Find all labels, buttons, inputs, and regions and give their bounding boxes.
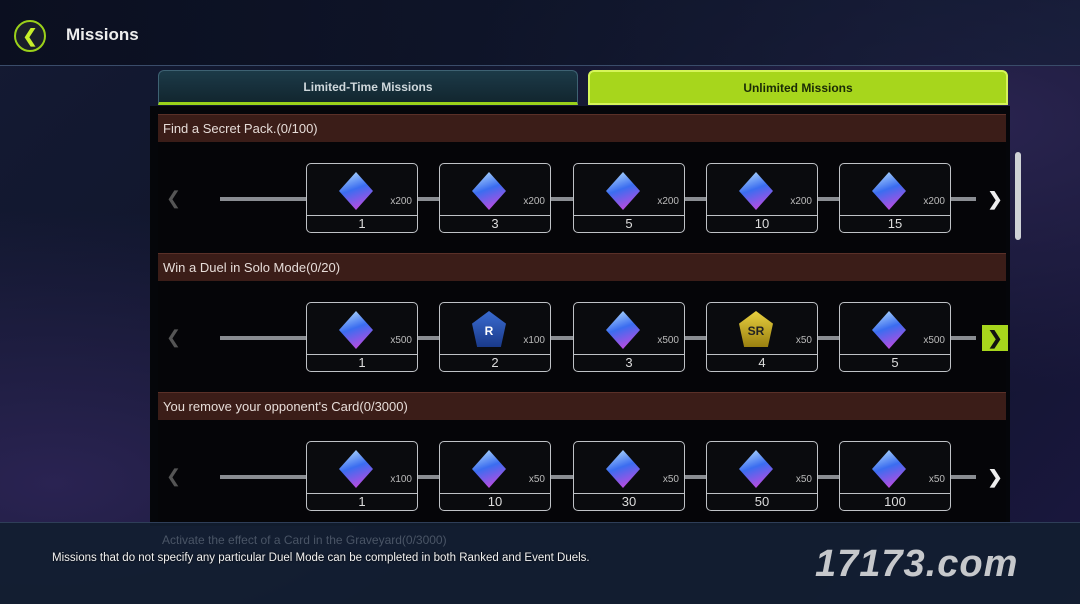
reward-quantity: x200: [523, 196, 545, 207]
prev-arrow-icon[interactable]: ❮: [166, 327, 182, 347]
reward-box[interactable]: x50 10: [439, 441, 551, 511]
chevron-left-icon: ❮: [22, 26, 38, 46]
r-ticket-icon: R: [472, 311, 506, 347]
gem-icon: [606, 311, 640, 349]
reward-step: 1: [307, 215, 417, 232]
gem-icon: [739, 172, 773, 210]
reward-box[interactable]: x200 1: [306, 163, 418, 233]
gem-icon: [472, 172, 506, 210]
reward-box[interactable]: x500 5: [839, 302, 951, 372]
gem-icon: [472, 450, 506, 488]
reward-step: 15: [840, 215, 950, 232]
gem-icon: [606, 450, 640, 488]
reward-quantity: x200: [790, 196, 812, 207]
reward-box[interactable]: SR x50 4: [706, 302, 818, 372]
reward-box[interactable]: x100 1: [306, 441, 418, 511]
reward-step: 4: [707, 354, 817, 371]
mission-title: Win a Duel in Solo Mode(0/20): [158, 253, 1006, 281]
reward-box[interactable]: x200 5: [573, 163, 685, 233]
reward-step: 5: [574, 215, 684, 232]
missions-list: Find a Secret Pack.(0/100) ❮ ❯ x200 1 x2…: [150, 106, 1010, 526]
scrollbar[interactable]: [1015, 152, 1021, 240]
reward-quantity: x200: [657, 196, 679, 207]
mission-section: Win a Duel in Solo Mode(0/20) ❮ ❯ x500 1…: [158, 253, 1008, 392]
reward-step: 2: [440, 354, 550, 371]
mission-title: You remove your opponent's Card(0/3000): [158, 392, 1006, 420]
reward-step: 5: [840, 354, 950, 371]
reward-step: 100: [840, 493, 950, 510]
reward-quantity: x500: [390, 335, 412, 346]
reward-quantity: x100: [523, 335, 545, 346]
gem-icon: [872, 311, 906, 349]
reward-box[interactable]: x200 3: [439, 163, 551, 233]
watermark: 17173.com: [815, 543, 1019, 585]
reward-step: 1: [307, 354, 417, 371]
mission-section: Find a Secret Pack.(0/100) ❮ ❯ x200 1 x2…: [158, 114, 1006, 253]
reward-quantity: x200: [390, 196, 412, 207]
footer: Activate the effect of a Card in the Gra…: [0, 522, 1080, 604]
gem-icon: [339, 311, 373, 349]
next-arrow-button[interactable]: ❯: [987, 467, 1003, 487]
prev-arrow-icon[interactable]: ❮: [166, 466, 182, 486]
mission-title: Find a Secret Pack.(0/100): [158, 114, 1006, 142]
reward-track: ❮ ❯ x100 1 x50 10 x50 30 x50 50 x50 100: [158, 420, 1006, 526]
reward-quantity: x50: [795, 474, 812, 485]
gem-icon: [872, 450, 906, 488]
reward-quantity: x50: [662, 474, 679, 485]
reward-quantity: x500: [657, 335, 679, 346]
sr-ticket-icon: SR: [739, 311, 773, 347]
footer-note: Missions that do not specify any particu…: [52, 552, 590, 564]
reward-step: 3: [440, 215, 550, 232]
tab-unlimited-missions[interactable]: Unlimited Missions: [588, 70, 1008, 105]
back-button[interactable]: ❮: [14, 20, 46, 52]
partial-mission-title: Activate the effect of a Card in the Gra…: [162, 533, 447, 547]
gem-icon: [339, 450, 373, 488]
reward-box[interactable]: x200 10: [706, 163, 818, 233]
tab-limited-time-missions[interactable]: Limited-Time Missions: [158, 70, 578, 105]
reward-track: ❮ ❯ x500 1 R x100 2 x500 3 SR x50 4 x500 5: [158, 281, 1008, 392]
reward-step: 50: [707, 493, 817, 510]
gem-icon: [339, 172, 373, 210]
reward-step: 3: [574, 354, 684, 371]
mission-section: You remove your opponent's Card(0/3000) …: [158, 392, 1006, 526]
reward-box[interactable]: x50 100: [839, 441, 951, 511]
reward-quantity: x50: [928, 474, 945, 485]
reward-box[interactable]: R x100 2: [439, 302, 551, 372]
reward-box[interactable]: x500 1: [306, 302, 418, 372]
reward-quantity: x500: [923, 335, 945, 346]
next-arrow-button[interactable]: ❯: [982, 325, 1008, 351]
reward-step: 10: [440, 493, 550, 510]
gem-icon: [606, 172, 640, 210]
reward-box[interactable]: x50 50: [706, 441, 818, 511]
reward-quantity: x200: [923, 196, 945, 207]
reward-box[interactable]: x200 15: [839, 163, 951, 233]
reward-quantity: x50: [795, 335, 812, 346]
reward-box[interactable]: x50 30: [573, 441, 685, 511]
gem-icon: [739, 450, 773, 488]
reward-quantity: x100: [390, 474, 412, 485]
reward-quantity: x50: [528, 474, 545, 485]
prev-arrow-icon[interactable]: ❮: [166, 188, 182, 208]
reward-step: 30: [574, 493, 684, 510]
reward-box[interactable]: x500 3: [573, 302, 685, 372]
reward-track: ❮ ❯ x200 1 x200 3 x200 5 x200 10 x200 15: [158, 142, 1006, 253]
header-bar: ❮ Missions: [0, 0, 1080, 66]
next-arrow-button[interactable]: ❯: [987, 189, 1003, 209]
gem-icon: [872, 172, 906, 210]
page-title: Missions: [66, 25, 139, 44]
reward-step: 1: [307, 493, 417, 510]
reward-step: 10: [707, 215, 817, 232]
